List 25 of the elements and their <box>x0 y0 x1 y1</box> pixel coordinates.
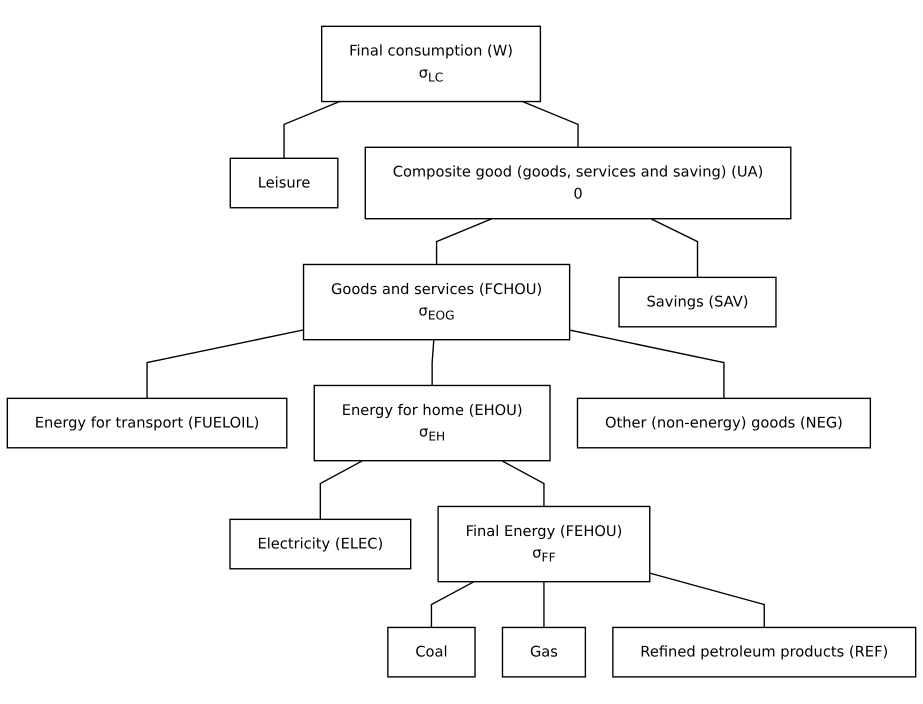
connector <box>650 572 765 628</box>
node-box <box>229 519 412 570</box>
node-box <box>302 264 570 341</box>
node-box <box>576 398 872 449</box>
connector <box>320 460 363 520</box>
node-box <box>612 627 916 678</box>
node-box <box>6 398 288 449</box>
node-box <box>314 385 551 462</box>
node-box <box>364 147 792 220</box>
node-box <box>502 627 586 678</box>
connector <box>146 330 304 399</box>
node-box <box>320 26 542 103</box>
node-box <box>618 277 777 328</box>
connector <box>569 330 725 399</box>
connector <box>436 218 492 265</box>
node-box <box>437 506 650 583</box>
node-box <box>387 627 476 678</box>
connector <box>501 460 545 507</box>
node-box <box>230 158 338 209</box>
connector <box>522 101 579 148</box>
connector <box>430 581 474 628</box>
connector <box>543 582 545 628</box>
connector <box>431 340 434 386</box>
connector <box>650 218 698 278</box>
connector <box>283 101 340 159</box>
